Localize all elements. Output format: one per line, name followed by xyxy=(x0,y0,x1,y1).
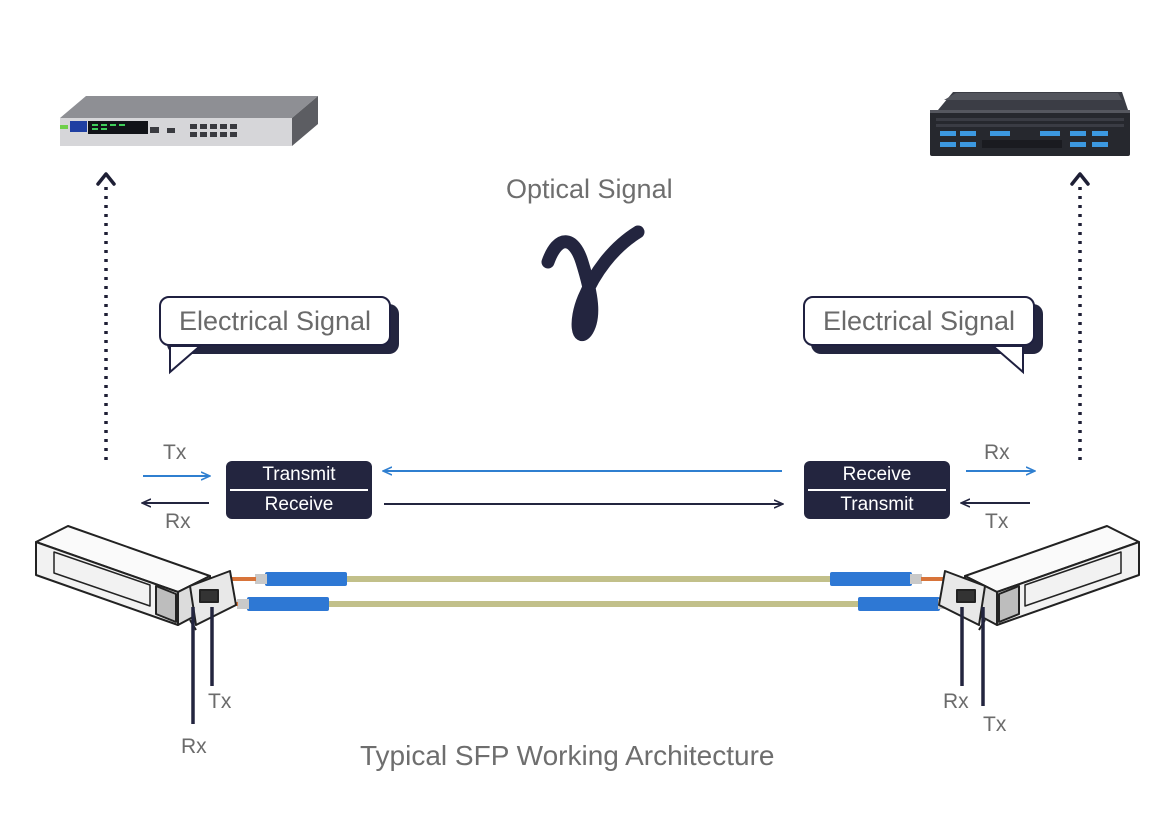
optical-signal-label: Optical Signal xyxy=(506,174,673,204)
fiber-cables xyxy=(192,572,996,611)
left-sfp-module-icon xyxy=(35,525,237,631)
right-module-rx-label: Rx xyxy=(943,690,969,713)
left-box-transmit: Transmit xyxy=(262,464,336,485)
left-module-rx-label: Rx xyxy=(181,735,207,758)
right-box-transmit: Transmit xyxy=(840,494,914,515)
network-switch-icon xyxy=(60,96,318,146)
right-box-receive: Receive xyxy=(842,464,912,485)
module-lead-wires xyxy=(191,607,985,724)
gamma-symbol-icon xyxy=(541,225,645,341)
right-tx-label: Tx xyxy=(985,510,1009,533)
network-server-icon xyxy=(930,92,1130,156)
right-electrical-signal-bubble: Electrical Signal xyxy=(803,296,1035,346)
left-tx-label: Tx xyxy=(163,441,187,464)
right-transceiver-box: Receive Transmit xyxy=(804,461,950,519)
left-rx-label: Rx xyxy=(165,510,191,533)
right-module-tx-label: Tx xyxy=(983,713,1007,736)
left-box-receive: Receive xyxy=(264,494,334,515)
left-electrical-signal-bubble: Electrical Signal xyxy=(159,296,391,346)
left-transceiver-box: Transmit Receive xyxy=(226,461,372,519)
right-rx-label: Rx xyxy=(984,441,1010,464)
right-sfp-module-icon xyxy=(938,525,1140,631)
right-dotted-up-arrow xyxy=(1070,172,1090,460)
diagram-title: Typical SFP Working Architecture xyxy=(360,740,775,771)
left-dotted-up-arrow xyxy=(96,172,116,460)
left-module-tx-label: Tx xyxy=(208,690,232,713)
